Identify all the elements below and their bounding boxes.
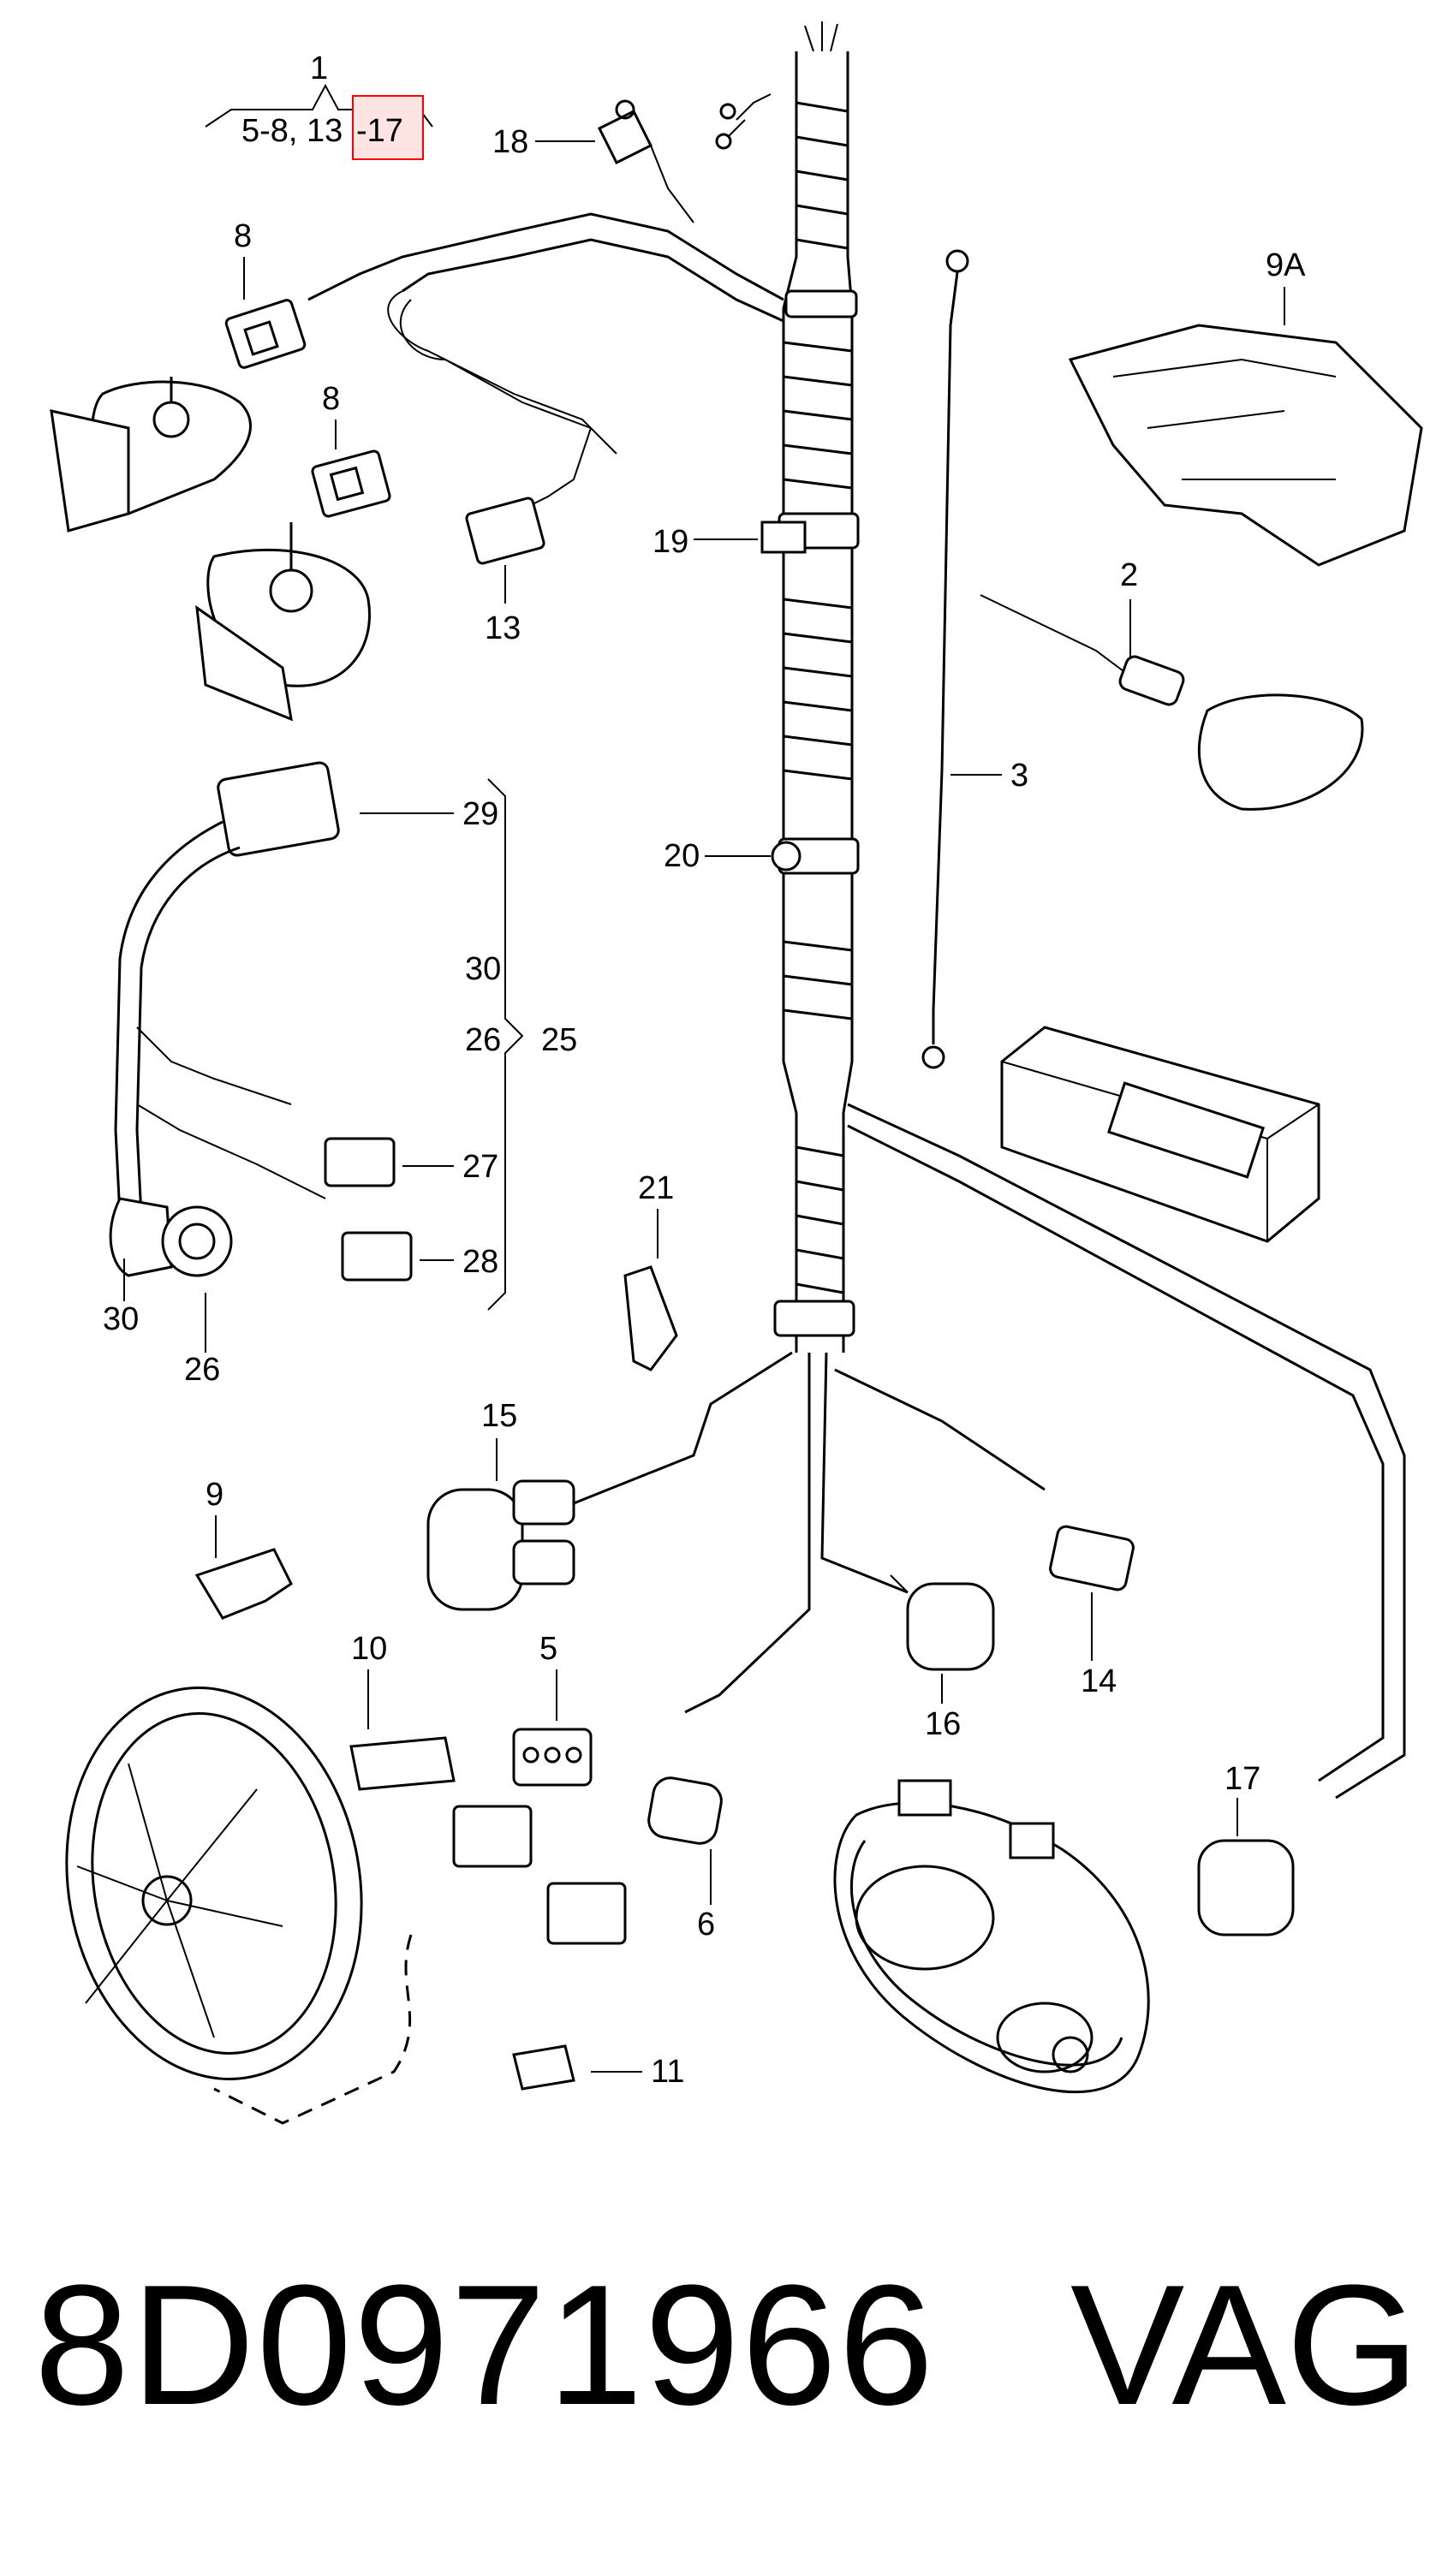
callout-11: 11 <box>651 2054 684 2090</box>
callout-15: 15 <box>481 1398 517 1434</box>
brand-label: VAG <box>1070 2250 1420 2441</box>
callout-29: 29 <box>462 796 498 832</box>
upper-left-branch <box>307 212 784 455</box>
callout-highlight-text: -17 <box>356 113 403 149</box>
callout-9A: 9A <box>1266 247 1306 283</box>
connector-14: 14 <box>1049 1525 1135 1699</box>
callout-18: 18 <box>492 124 528 160</box>
callout-5: 5 <box>539 1631 557 1667</box>
callout-26-bracket: 26 <box>465 1022 501 1058</box>
callout-20: 20 <box>664 838 700 874</box>
callout-17: 17 <box>1225 1761 1260 1797</box>
part-number: 8D0971966 <box>34 2250 936 2441</box>
main-harness-trunk <box>564 21 1406 1800</box>
callout-26: 26 <box>184 1352 220 1388</box>
relay-box-icon <box>1000 1026 1320 1243</box>
horn-lower-icon <box>195 522 371 722</box>
clip-19: 19 <box>652 521 807 560</box>
callout-27: 27 <box>462 1149 498 1185</box>
callout-19: 19 <box>652 524 688 560</box>
connector-15: 15 <box>426 1398 575 1611</box>
callout-range-text: 5-8, 13 <box>241 113 343 149</box>
highlight-box <box>352 95 424 160</box>
horn-upper-icon <box>50 377 252 532</box>
clip-20: 20 <box>664 838 801 874</box>
connector-16: 16 <box>890 1574 995 1742</box>
radiator-fan-icon <box>65 1687 627 2125</box>
bracket-9A: 9A <box>1068 247 1423 567</box>
clip-9: 9 <box>194 1477 293 1620</box>
callout-25: 25 <box>541 1022 577 1058</box>
ground-strap-3: 3 <box>921 249 1028 1069</box>
callout-30-bracket: 30 <box>465 951 501 987</box>
clip-10: 10 <box>349 1631 456 1791</box>
callout-2: 2 <box>1120 557 1138 593</box>
clip-11: 11 <box>512 2044 684 2091</box>
connector-13: 13 <box>465 427 592 646</box>
callout-10: 10 <box>351 1631 387 1667</box>
callout-30: 30 <box>103 1301 139 1337</box>
callout-14: 14 <box>1081 1663 1117 1699</box>
connector-8-upper: 8 <box>224 218 307 369</box>
headlight-icon <box>833 1779 1150 2094</box>
connector-17: 17 <box>1197 1761 1295 1936</box>
callout-3: 3 <box>1010 758 1028 794</box>
wiring-harness-diagram: 1 5-8, 13 -17 <box>50 21 1423 2125</box>
callout-16: 16 <box>925 1706 961 1742</box>
callout-13: 13 <box>485 610 521 646</box>
callout-9: 9 <box>206 1477 223 1513</box>
callout-6: 6 <box>697 1907 715 1942</box>
callout-21: 21 <box>638 1170 674 1206</box>
harness-group-25: 29 30 26 25 27 28 30 26 <box>103 761 577 1388</box>
callout-1-header: 1 5-8, 13 -17 <box>205 51 433 160</box>
clip-18: 18 <box>492 93 772 223</box>
clip-21: 21 <box>623 1170 678 1371</box>
connector-8-lower: 8 <box>311 381 391 518</box>
callout-28: 28 <box>462 1244 498 1280</box>
callout-8-lower: 8 <box>322 381 340 417</box>
side-marker-2: 2 <box>980 557 1364 811</box>
connector-6: 6 <box>647 1776 723 1942</box>
callout-8-upper: 8 <box>234 218 252 254</box>
callout-1: 1 <box>310 51 328 86</box>
connector-5: 5 <box>512 1631 593 1787</box>
